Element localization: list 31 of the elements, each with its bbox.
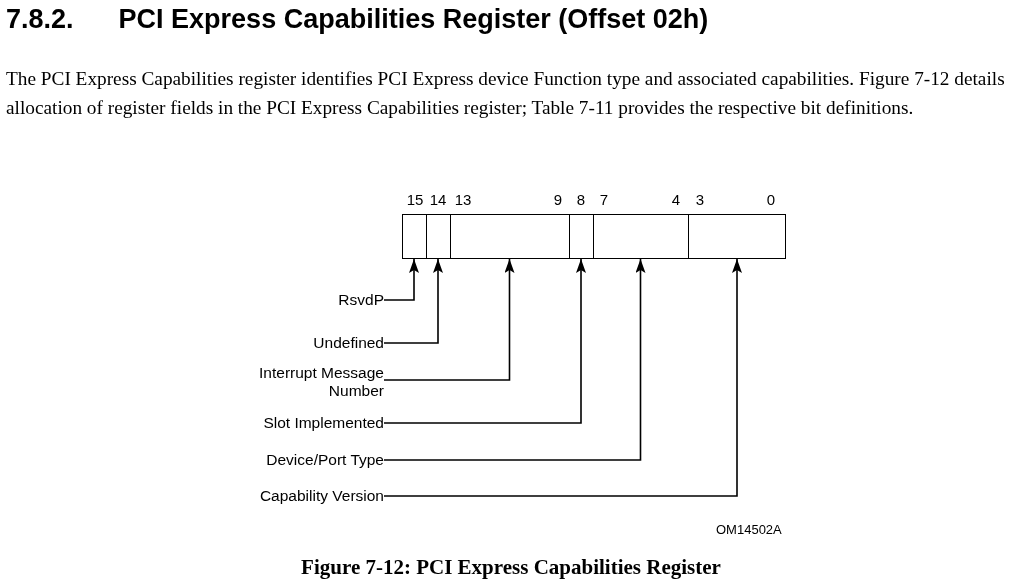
- bit-field: [402, 214, 426, 259]
- field-label: Undefined: [214, 334, 384, 352]
- bit-field: [688, 214, 786, 259]
- leader-arrow: [383, 258, 515, 381]
- field-label: Slot Implemented: [214, 414, 384, 432]
- bit-number: 0: [765, 191, 777, 208]
- leader-arrow: [383, 258, 586, 424]
- bit-number: 15: [405, 191, 425, 208]
- field-label: Capability Version: [214, 487, 384, 505]
- bit-number: 13: [453, 191, 473, 208]
- field-label: Interrupt Message Number: [214, 364, 384, 400]
- bit-number: 14: [428, 191, 448, 208]
- bit-number: 3: [694, 191, 706, 208]
- leader-arrow: [383, 258, 419, 301]
- leader-arrow: [383, 258, 742, 497]
- bit-field: [569, 214, 593, 259]
- field-label: RsvdP: [214, 291, 384, 309]
- figure-caption: Figure 7-12: PCI Express Capabilities Register: [300, 555, 722, 580]
- leader-arrow: [383, 258, 646, 461]
- bit-field: [450, 214, 569, 259]
- figure-id: OM14502A: [716, 522, 782, 537]
- section-heading: 7.8.2. PCI Express Capabilities Register (Offset 02h): [6, 4, 709, 35]
- bit-number: 9: [552, 191, 564, 208]
- body-paragraph: The PCI Express Capabilities register identifies PCI Express device Function type and associated capabilities. Figure 7-12 details allocation of register fields in the PCI Express Capabilities register; Table 7-11 provides the respective bit definitions.: [6, 67, 1006, 120]
- bit-number: 4: [670, 191, 682, 208]
- leader-arrow: [383, 258, 443, 344]
- bit-number: 8: [575, 191, 587, 208]
- bit-field: [426, 214, 450, 259]
- bit-number: 7: [598, 191, 610, 208]
- field-label: Device/Port Type: [214, 451, 384, 469]
- bit-field: [593, 214, 688, 259]
